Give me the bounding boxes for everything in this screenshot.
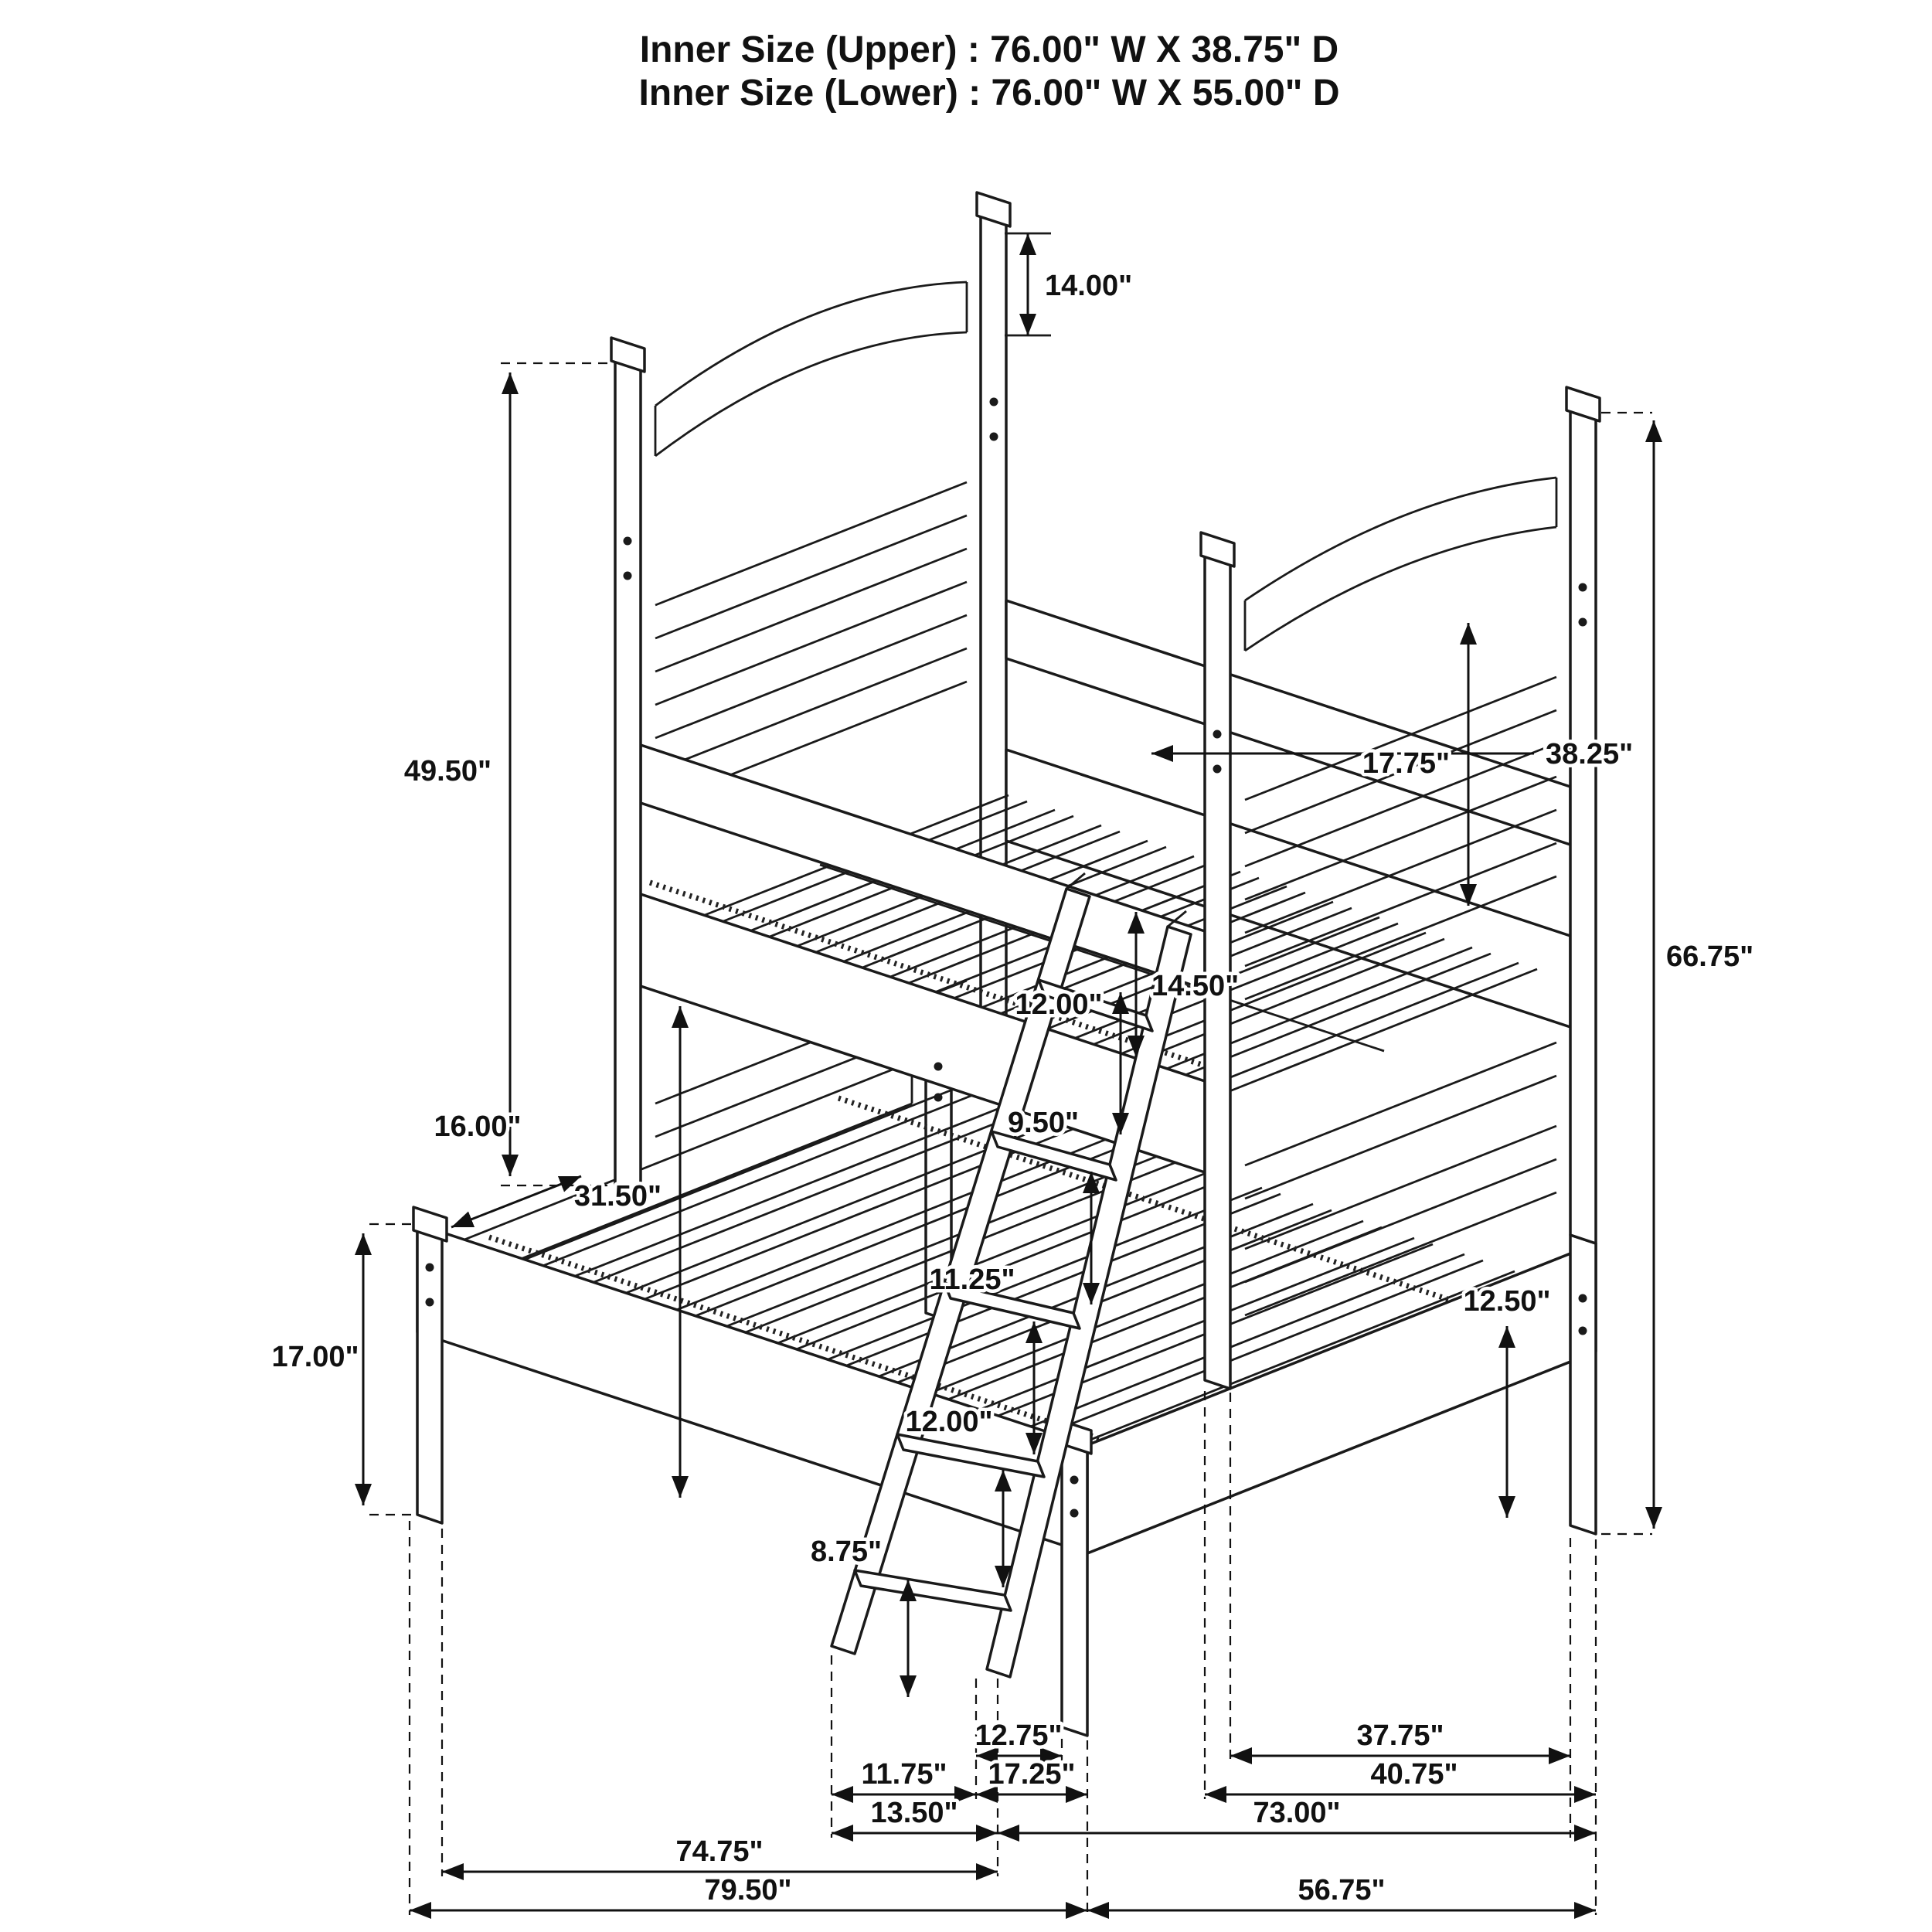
bolt-dot <box>1578 617 1587 627</box>
upper-head-back-post-cap <box>975 191 1012 228</box>
dim-label-14-50: 14.50" <box>1151 970 1239 1002</box>
lower-head-rail <box>455 1060 913 1286</box>
dim-label-37-75: 37.75" <box>1356 1719 1444 1752</box>
ladder-steps <box>853 978 1154 1612</box>
bolt-dot <box>1578 1326 1587 1335</box>
dim-label-79-50: 79.50" <box>704 1874 791 1906</box>
dim-label-49-50: 49.50" <box>404 755 492 787</box>
ladder-rail-left <box>830 887 1091 1655</box>
dim-label-8-75: 8.75" <box>811 1536 882 1568</box>
headboard-slats <box>655 547 968 740</box>
dim-label-17-75: 17.75" <box>1362 747 1450 780</box>
dim-label-14-00: 14.00" <box>1045 270 1132 302</box>
bolt-dot <box>623 571 632 580</box>
upper-foot-front-post-cap <box>1199 531 1236 568</box>
bolt-dot <box>989 397 998 406</box>
lower-footboard-rails <box>1244 1041 1557 1200</box>
bolt-dot <box>934 1062 943 1071</box>
inner-size-upper-title: Inner Size (Upper) : 76.00" W X 38.75" D <box>640 29 1338 70</box>
dim-label-16-00: 16.00" <box>434 1111 521 1143</box>
upper-foot-front-post <box>1203 548 1232 1390</box>
dim-label-40-75: 40.75" <box>1370 1758 1458 1791</box>
dim-label-13-50: 13.50" <box>870 1797 957 1829</box>
bolt-dot <box>1578 1294 1587 1303</box>
bolt-dot <box>1213 730 1222 739</box>
bolt-dot <box>934 1093 943 1102</box>
upper-foot-back-post <box>1569 403 1597 1245</box>
footboard-arch <box>1243 476 1558 652</box>
upper-head-front-post <box>614 353 642 1196</box>
bolt-dot <box>1213 764 1222 774</box>
lower-front-left-post-cap <box>412 1206 448 1243</box>
bolt-dot <box>1578 583 1587 592</box>
footboard-slats <box>1244 742 1557 934</box>
dim-label-9-50: 9.50" <box>1008 1107 1079 1139</box>
lower-footboard-slats <box>1244 1124 1557 1317</box>
dim-label-12-75: 12.75" <box>975 1719 1062 1752</box>
dim-label-38-25: 38.25" <box>1546 738 1633 770</box>
dim-label-12-00-upper: 12.00" <box>1015 988 1102 1021</box>
headboard-arch <box>654 281 968 457</box>
bolt-holes <box>425 397 1587 1518</box>
dim-label-17-25: 17.25" <box>988 1758 1075 1791</box>
dim-label-66-75: 66.75" <box>1666 940 1753 973</box>
bolt-dot <box>425 1298 434 1307</box>
lower-back-right-post <box>1569 1233 1597 1536</box>
dim-label-74-75: 74.75" <box>675 1835 763 1868</box>
headboard-rails <box>655 481 968 806</box>
ladder-hooks <box>1066 872 1187 928</box>
dim-label-73-00: 73.00" <box>1253 1797 1340 1829</box>
bolt-dot <box>1070 1475 1079 1485</box>
footboard-rails <box>1244 675 1557 1001</box>
inner-size-lower-title: Inner Size (Lower) : 76.00" W X 55.00" D <box>638 73 1339 114</box>
dim-label-12-00-lower: 12.00" <box>905 1406 992 1438</box>
bolt-dot <box>425 1263 434 1272</box>
bolt-dot <box>623 536 632 546</box>
dim-label-56-75: 56.75" <box>1298 1874 1385 1906</box>
bolt-dot <box>989 432 998 441</box>
upper-foot-back-post-cap <box>1565 386 1601 423</box>
dim-label-31-50: 31.50" <box>574 1180 662 1213</box>
bolt-dot <box>1070 1509 1079 1518</box>
upper-head-front-post-cap <box>610 336 646 373</box>
upper-center-support <box>819 863 1385 1053</box>
dim-line-16-00 <box>451 1175 582 1229</box>
dim-label-12-50: 12.50" <box>1463 1285 1550 1318</box>
dim-label-11-75: 11.75" <box>861 1758 947 1791</box>
dim-label-17-00: 17.00" <box>271 1341 359 1373</box>
dim-label-11-25: 11.25" <box>929 1264 1015 1296</box>
